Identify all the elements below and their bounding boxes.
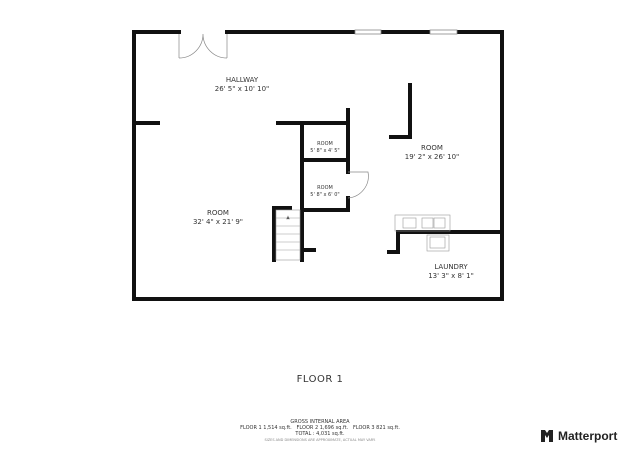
room-dims: 13' 3" x 8' 1" xyxy=(428,272,474,280)
room-name: ROOM xyxy=(207,209,229,217)
room-dims: 5' 8" x 4' 5" xyxy=(310,148,339,154)
room-name: ROOM xyxy=(421,144,443,152)
wall-room-right xyxy=(389,83,412,139)
window xyxy=(354,29,382,35)
matterport-logo-icon xyxy=(541,430,553,442)
wall-hallway-mid xyxy=(276,108,350,125)
area-heading: GROSS INTERNAL AREA xyxy=(290,419,350,425)
brand-name: Matterport xyxy=(558,429,618,443)
area-total: TOTAL : 4,031 sq.ft. xyxy=(295,431,345,437)
brand-logo: Matterport xyxy=(540,429,617,443)
room-name: ROOM xyxy=(317,141,333,147)
room-labels: HALLWAY 26' 5" x 10' 10" ROOM 32' 4" x 2… xyxy=(193,76,474,280)
floor-title: FLOOR 1 xyxy=(296,374,344,385)
wall-small-rooms xyxy=(300,121,350,262)
window xyxy=(429,29,458,35)
area-note: SIZES AND DIMENSIONS ARE APPROXIMATE, AC… xyxy=(264,438,376,442)
stair-arrow-icon xyxy=(286,215,290,220)
room-dims: 32' 4" x 21' 9" xyxy=(193,218,243,226)
room-name: ROOM xyxy=(317,185,333,191)
room-name: LAUNDRY xyxy=(434,263,468,271)
windows xyxy=(354,29,458,35)
sinks xyxy=(394,214,451,252)
area-floors: FLOOR 1 1,514 sq.ft. FLOOR 2 1,696 sq.ft… xyxy=(240,425,400,431)
double-door xyxy=(178,33,228,59)
walls xyxy=(132,30,504,301)
room-name: HALLWAY xyxy=(226,76,259,84)
outer-wall xyxy=(132,30,504,301)
room-dims: 19' 2" x 26' 10" xyxy=(405,153,460,161)
area-summary: GROSS INTERNAL AREA FLOOR 1 1,514 sq.ft.… xyxy=(210,419,430,443)
staircase xyxy=(275,209,301,261)
wall-laundry xyxy=(387,230,504,254)
door-swing xyxy=(347,171,369,199)
room-dims: 5' 8" x 6' 0" xyxy=(310,192,339,198)
room-dims: 26' 5" x 10' 10" xyxy=(215,85,270,93)
